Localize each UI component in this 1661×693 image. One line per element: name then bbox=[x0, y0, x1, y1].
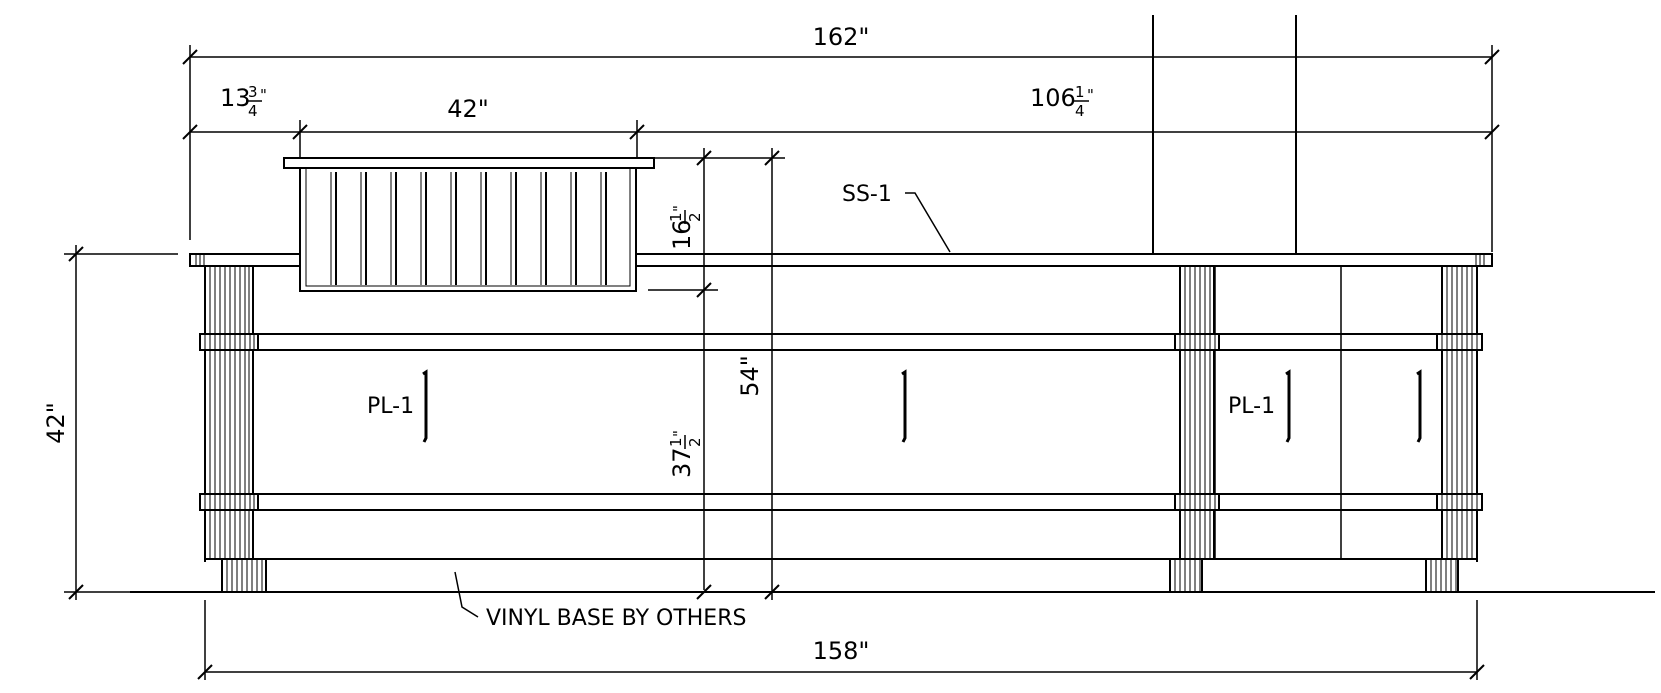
svg-text:": " bbox=[1087, 86, 1094, 104]
dim-inner-height-den: 2 bbox=[686, 437, 704, 447]
dim-right-offset: 106 1 4 " bbox=[1030, 83, 1094, 120]
column-right bbox=[1436, 265, 1483, 560]
dim-counter-height-text: 42" bbox=[42, 402, 70, 444]
dim-inner-height-num: 1 bbox=[667, 437, 685, 447]
dim-planter-height-whole: 16 bbox=[668, 219, 696, 250]
planter-box bbox=[283, 157, 655, 292]
note-panel-left: PL-1 bbox=[367, 394, 414, 419]
dim-planter-height-den: 2 bbox=[686, 212, 704, 222]
dim-right-offset-num: 1 bbox=[1075, 83, 1085, 101]
leaders bbox=[454, 192, 951, 618]
svg-text:": " bbox=[670, 205, 688, 212]
notes: SS-1 PL-1 PL-1 VINYL BASE BY OTHERS bbox=[367, 182, 1275, 631]
dimension-text: 162" 13 3 4 " 42" 106 1 4 " 16 1 2 " 42" bbox=[42, 23, 1094, 665]
note-panel-right: PL-1 bbox=[1228, 394, 1275, 419]
dim-planter-height: 16 1 2 " bbox=[667, 205, 704, 250]
door-pulls bbox=[422, 369, 1422, 443]
dim-inner-height-whole: 37 bbox=[668, 447, 696, 478]
dim-counter-height: 42" bbox=[42, 402, 70, 444]
column-left bbox=[199, 265, 259, 560]
dim-planter-width: 42" bbox=[447, 95, 489, 123]
dim-overall-height: 54" bbox=[736, 355, 764, 397]
dim-left-offset-whole: 13 bbox=[220, 84, 251, 112]
dim-overall-top: 162" bbox=[813, 23, 870, 51]
dim-right-offset-whole: 106 bbox=[1030, 84, 1076, 112]
dimension-lines bbox=[64, 45, 1500, 680]
dim-left-offset-num: 3 bbox=[248, 83, 258, 101]
dim-left-offset-den: 4 bbox=[248, 102, 258, 120]
dim-right-offset-den: 4 bbox=[1075, 102, 1085, 120]
note-vinyl-base: VINYL BASE BY OTHERS bbox=[486, 606, 746, 631]
dim-overall-height-text: 54" bbox=[736, 355, 764, 397]
dim-planter-height-num: 1 bbox=[667, 212, 685, 222]
svg-text:": " bbox=[670, 430, 688, 437]
dim-left-offset: 13 3 4 " bbox=[220, 83, 267, 120]
note-countertop: SS-1 bbox=[842, 182, 892, 207]
feet bbox=[221, 558, 1459, 593]
column-middle bbox=[1174, 265, 1220, 560]
dim-overall-bottom: 158" bbox=[813, 637, 870, 665]
dim-inner-height: 37 1 2 " bbox=[667, 430, 704, 478]
svg-text:": " bbox=[260, 86, 267, 104]
